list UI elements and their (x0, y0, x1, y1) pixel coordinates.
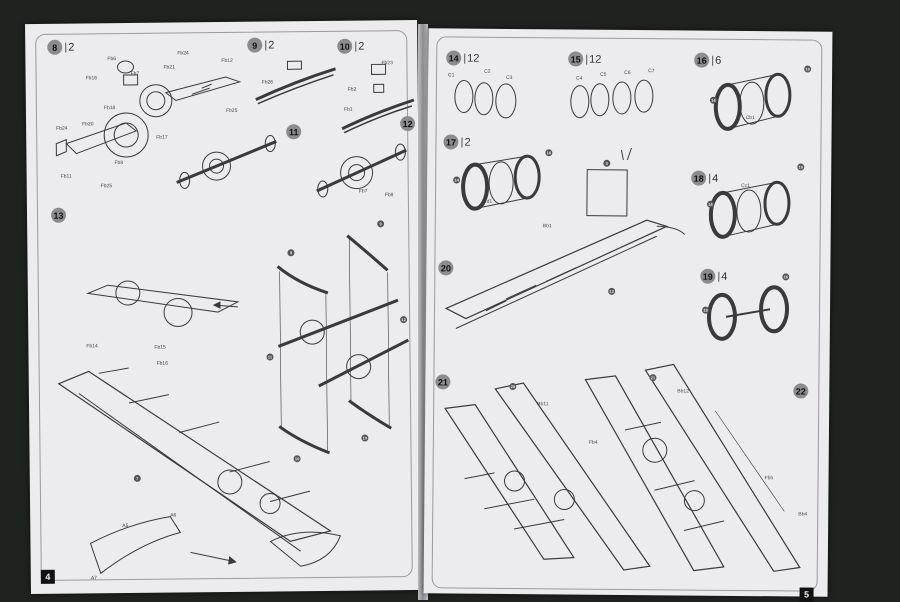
left-page: 8 2 9 2 10 2 11 12 13 4 Fb6 Fb7 Fb16 Fb2… (25, 19, 423, 595)
drawing-engine (586, 169, 628, 217)
callout-9: 9 (377, 220, 385, 228)
callout-10: 10 (293, 455, 301, 463)
drawing-tire-ring (454, 80, 474, 114)
drawing-brake-drum (139, 84, 173, 118)
book-spine (418, 24, 428, 600)
callout-10: 10 (361, 434, 369, 442)
callout-14: 14 (453, 176, 461, 184)
drawing-leaf-spring (255, 67, 336, 102)
callout-7: 7 (133, 474, 141, 482)
drawing-spring-bracket (123, 74, 139, 86)
callout-20: 20 (509, 382, 517, 391)
drawing-hub (116, 60, 134, 74)
callout-14: 14 (706, 200, 714, 208)
drawing-axle-housing (65, 122, 138, 155)
callout-9: 9 (287, 249, 295, 257)
drawing-chassis-frame (57, 370, 332, 542)
right-page: 14 12 15 12 16 6 17 2 18 4 19 4 20 21 (423, 28, 833, 602)
callout-21: 21 (649, 374, 657, 382)
drawing-axle-shaft (164, 76, 242, 102)
drawing-differential (103, 112, 149, 158)
assembly-drawings-right (444, 72, 801, 572)
drawing-upper-axle-assembly (85, 284, 240, 313)
drawing-clamp (286, 60, 303, 70)
callout-3: 3 (603, 159, 611, 167)
drawing-chassis-frame (444, 219, 669, 320)
assembly-drawings-left (55, 60, 415, 575)
callout-14: 14 (709, 96, 717, 104)
callout-16: 16 (804, 65, 812, 73)
callout-13: 13 (608, 287, 616, 295)
drawing-wheel (713, 82, 742, 131)
callout-16: 16 (797, 163, 805, 171)
drawing-rear-axle (176, 140, 277, 184)
callout-18: 18 (701, 306, 710, 314)
callout-16: 16 (545, 149, 553, 157)
callout-12: 12 (400, 316, 408, 324)
callout-16: 16 (782, 273, 790, 281)
drawing-fender (89, 516, 182, 575)
callout-11: 11 (266, 353, 274, 361)
